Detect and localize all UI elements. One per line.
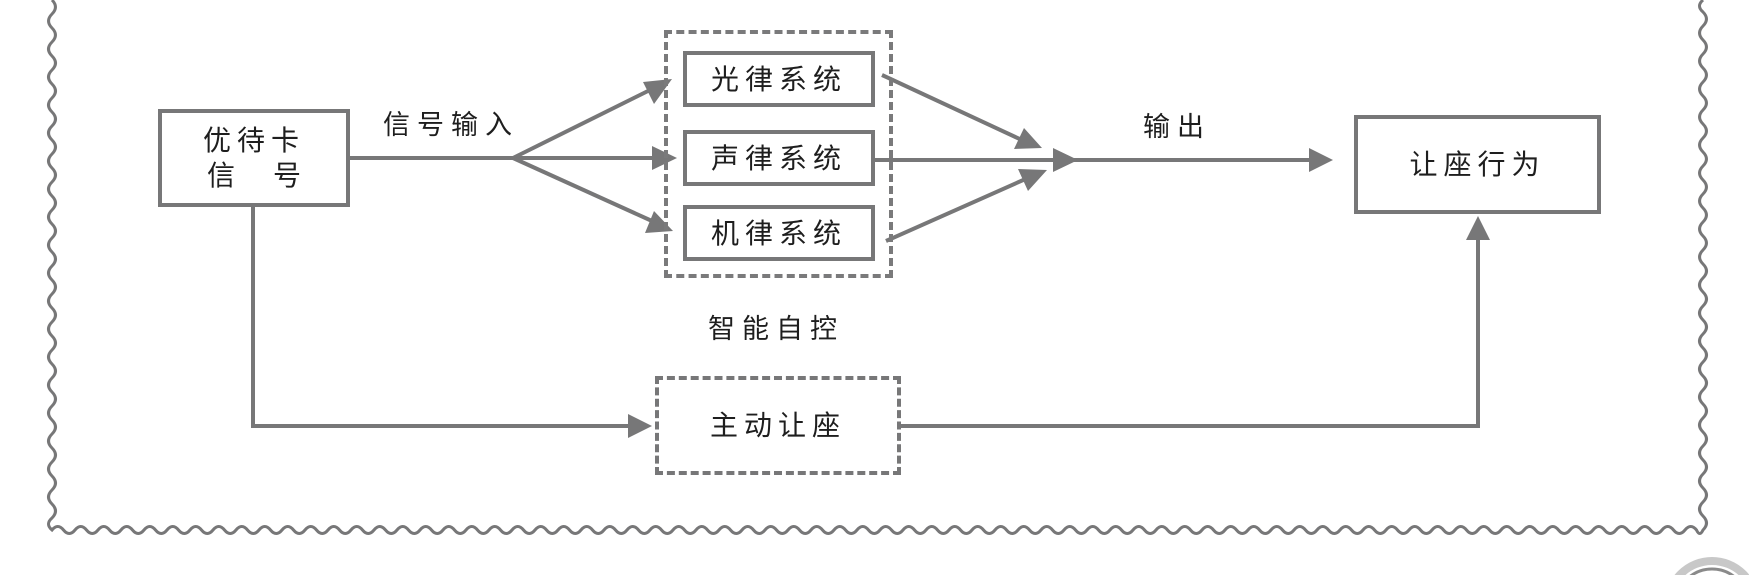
edge-mechanical-system-to-output <box>885 175 1031 243</box>
label-signal-input: 信号输入 <box>383 110 519 141</box>
edge-fanout-to-light-system <box>512 87 653 160</box>
corner-badge-icon <box>1674 557 1749 575</box>
arrowhead-seat-behavior-bottom <box>1466 216 1490 240</box>
arrowhead-light-convergence <box>1014 128 1042 149</box>
node-light-system: 光律系统 <box>683 51 875 107</box>
arrowhead-convergence-center <box>1053 148 1078 172</box>
arrowhead-active-yield <box>628 414 652 438</box>
edge-active-yield-to-seat-behavior <box>901 240 1480 428</box>
arrowhead-seat-behavior <box>1309 148 1333 172</box>
node-preferential-card-signal: 优待卡 信号 <box>158 109 350 207</box>
node-active-yield: 主动让座 <box>655 376 901 475</box>
label-output: 输出 <box>1143 112 1211 143</box>
edge-light-system-to-output <box>881 73 1025 143</box>
corner-badge-inner-ring <box>1689 567 1735 575</box>
edge-fanout-to-mechanical-system <box>512 156 653 223</box>
wavy-frame-border <box>47 0 1708 535</box>
group-smart-control <box>664 30 893 278</box>
label-smart-control: 智能自控 <box>708 314 844 345</box>
node-seat-behavior: 让座行为 <box>1354 115 1601 214</box>
arrowhead-mechanical-convergence <box>1018 169 1047 191</box>
node-sound-system: 声律系统 <box>683 130 875 186</box>
node-preferential-card-signal-line2: 信号 <box>206 159 339 192</box>
node-mechanical-system: 机律系统 <box>683 205 875 261</box>
edge-source-to-active-yield <box>251 207 632 428</box>
node-preferential-card-signal-line1: 优待卡 <box>202 124 305 157</box>
